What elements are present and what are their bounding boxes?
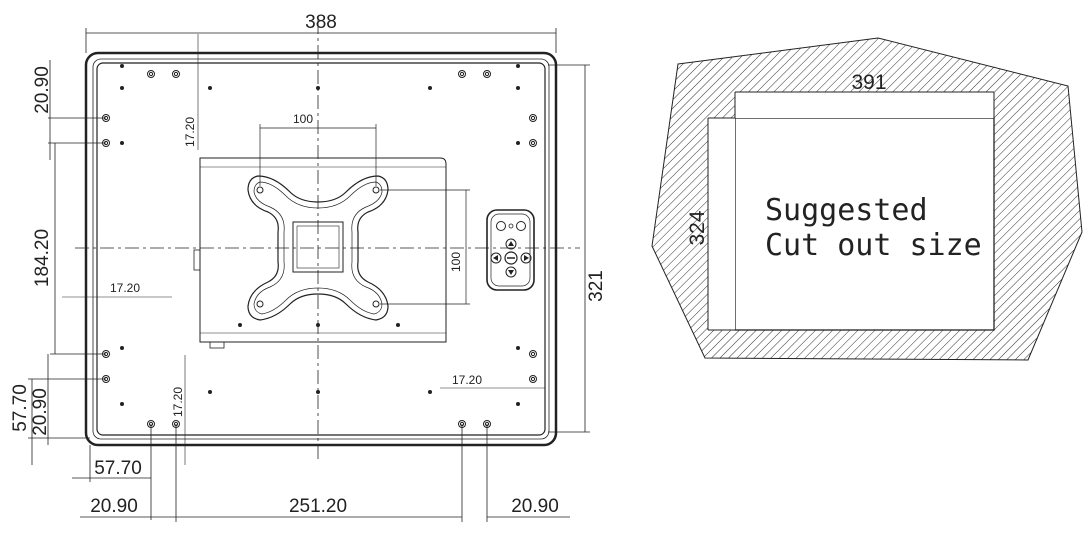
vesa-center-square	[292, 221, 344, 273]
bezel-outer	[84, 51, 558, 447]
dim-small-bottom: 17.20	[171, 387, 185, 417]
dim-height-total: 321	[586, 270, 607, 302]
arrow-right-icon	[524, 255, 529, 261]
vesa-hole	[256, 186, 264, 194]
cutout-note-line2: Cut out size	[765, 228, 982, 263]
vesa-hole	[372, 300, 380, 308]
housing-foot	[209, 341, 225, 349]
dim-small-top: 17.20	[183, 117, 197, 147]
left-button-icon	[490, 252, 502, 264]
dim-vesa-height: 100	[449, 252, 463, 272]
down-button-icon	[505, 266, 517, 278]
rear-housing	[199, 157, 447, 343]
dim-bottom-center: 251.20	[289, 496, 347, 517]
menu-button-icon	[516, 221, 526, 231]
indicator-led-icon	[508, 223, 514, 229]
dim-bottom-left-b: 20.90	[90, 496, 138, 517]
up-button-icon	[505, 238, 517, 250]
control-pad-inner	[490, 213, 531, 287]
arrow-left-icon	[493, 255, 498, 261]
cutout-note-line1: Suggested	[765, 193, 928, 228]
vesa-plate-inner	[253, 181, 383, 315]
monitor-front-view: 388 321 20.90 184.20 57.70 20.90 57.70 2…	[10, 12, 607, 522]
cutout-view: 391 324 Suggested Cut out size	[651, 37, 1083, 361]
dim-small-left: 17.20	[110, 281, 140, 295]
cutout-height-label: 324	[686, 210, 709, 245]
control-pad	[486, 209, 535, 291]
housing-tab	[193, 249, 201, 271]
dim-band-top	[735, 92, 994, 118]
arrow-down-icon	[508, 270, 514, 275]
dim-left-bottom-a: 57.70	[10, 384, 31, 432]
bezel-inner	[96, 62, 546, 436]
dim-bottom-left-a: 57.70	[94, 458, 142, 479]
vesa-hole	[372, 186, 380, 194]
vesa-hole	[256, 300, 264, 308]
ok-button-icon	[504, 251, 518, 265]
dim-small-right: 17.20	[452, 373, 482, 387]
right-button-icon	[520, 252, 532, 264]
power-button-icon	[496, 221, 506, 231]
dim-left-bottom-b: 20.90	[30, 388, 51, 436]
cutout-width-label: 391	[851, 71, 886, 94]
screw-dots	[120, 64, 520, 406]
arrow-up-icon	[508, 241, 514, 246]
vesa-plate	[247, 175, 389, 321]
dim-vesa-width: 100	[293, 112, 313, 126]
dim-band-left	[708, 118, 735, 330]
bezel-inner2	[92, 58, 550, 440]
dim-bottom-right: 20.90	[511, 496, 559, 517]
dim-width-total: 388	[305, 12, 337, 33]
dim-height-inner: 184.20	[32, 229, 53, 287]
dim-left-top: 20.90	[32, 66, 53, 114]
vesa-center-square-inner	[296, 225, 340, 269]
